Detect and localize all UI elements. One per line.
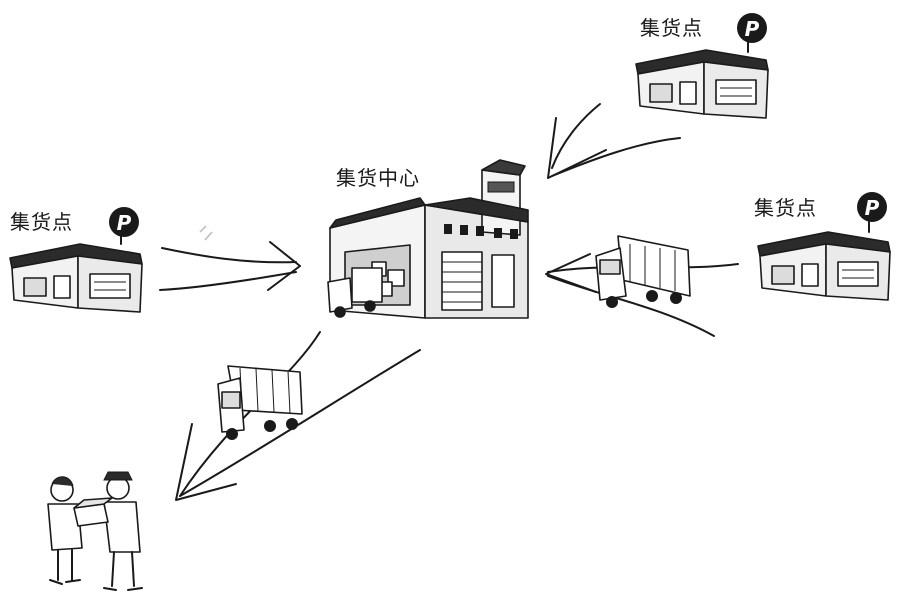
courier-figure bbox=[103, 471, 143, 591]
customer-figure bbox=[47, 476, 83, 585]
parking-sign-icon-top-right: P bbox=[737, 13, 767, 53]
collection-center-building bbox=[327, 159, 529, 319]
svg-text:P: P bbox=[117, 211, 132, 235]
label-collection-point-left: 集货点 bbox=[10, 210, 73, 234]
collection-point-right bbox=[757, 231, 891, 301]
delivery-truck-bottom bbox=[217, 365, 303, 440]
label-collection-point-top-right: 集货点 bbox=[640, 16, 703, 40]
arrow-top-right-to-center bbox=[547, 103, 681, 179]
package-box bbox=[73, 497, 113, 527]
parking-sign-icon-right: P bbox=[857, 192, 887, 233]
delivery-truck-right bbox=[595, 235, 691, 308]
parking-sign-icon-left: P bbox=[109, 207, 139, 245]
collection-point-top-right bbox=[635, 49, 769, 119]
label-collection-center: 集货中心 bbox=[336, 166, 420, 190]
label-collection-point-right: 集货点 bbox=[754, 196, 817, 220]
svg-text:P: P bbox=[745, 17, 760, 41]
collection-point-left bbox=[9, 243, 143, 313]
arrow-center-to-customer bbox=[175, 331, 421, 501]
arrow-left-to-center bbox=[159, 225, 301, 291]
svg-text:P: P bbox=[865, 196, 880, 220]
